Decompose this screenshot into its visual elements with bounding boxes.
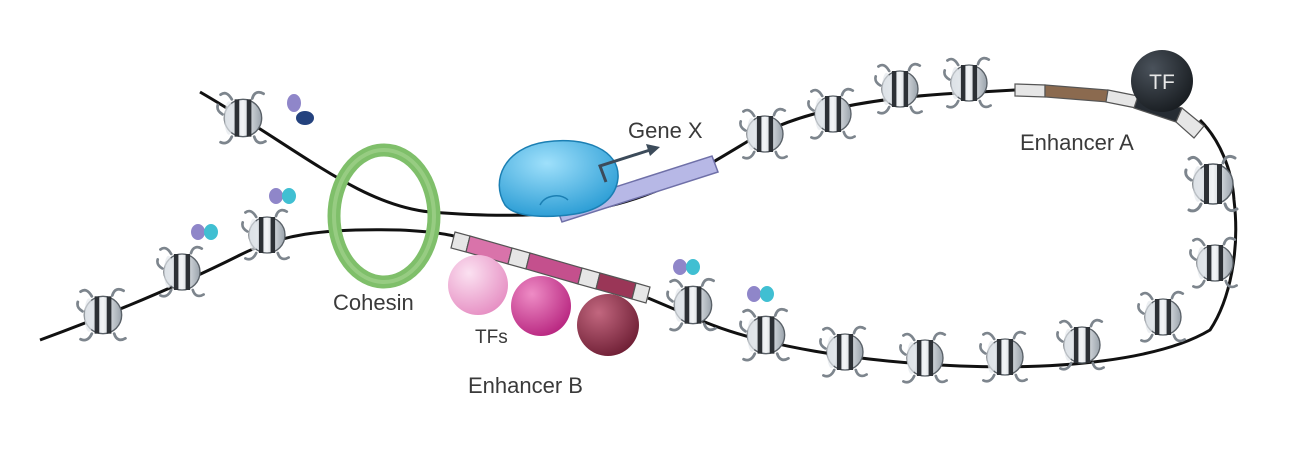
cohesin-ring-icon [327, 143, 441, 289]
histone-mark-icon [269, 188, 296, 204]
histone-mark-icon [287, 94, 314, 125]
transcription-arrow-icon [598, 144, 660, 183]
nucleosome-icon [819, 325, 868, 378]
nucleosome-icon [1184, 154, 1239, 213]
tf-maroon [577, 294, 639, 356]
nucleosome-icon [979, 330, 1028, 383]
nucleosome-icon [739, 307, 790, 362]
tf-label: TF [1149, 71, 1175, 94]
rna-polymerase-icon [498, 139, 619, 218]
histone-mark-icon [673, 259, 700, 275]
nucleosome-icon [76, 287, 127, 342]
tf-light-pink [448, 255, 508, 315]
tfs-label: TFs [475, 327, 508, 348]
nucleosome-icon [807, 87, 856, 140]
nucleosome-icon [899, 331, 948, 384]
enhancer-b-label: Enhancer B [468, 373, 583, 398]
histone-mark-icon [191, 224, 218, 240]
nucleosome-icon [216, 90, 267, 145]
enhancer-a-label: Enhancer A [1020, 130, 1134, 155]
gene-x-label: Gene X [628, 118, 703, 143]
nucleosome-icon [739, 107, 788, 160]
nucleosome-icon [943, 56, 992, 109]
nucleosome-icon [874, 62, 923, 115]
enhancer-b-element [450, 231, 651, 304]
nucleosome-icon [1137, 290, 1186, 343]
tf-magenta [511, 276, 571, 336]
cohesin-label: Cohesin [333, 290, 414, 315]
dna-loop-right-strand [647, 118, 1238, 369]
histone-marks [191, 94, 774, 302]
enhancer-a-element [1014, 83, 1205, 139]
tf-protein-a: TF [1131, 50, 1193, 112]
tfs-group-b [448, 255, 639, 356]
histone-mark-icon [747, 286, 774, 302]
nucleosomes [76, 56, 1239, 384]
